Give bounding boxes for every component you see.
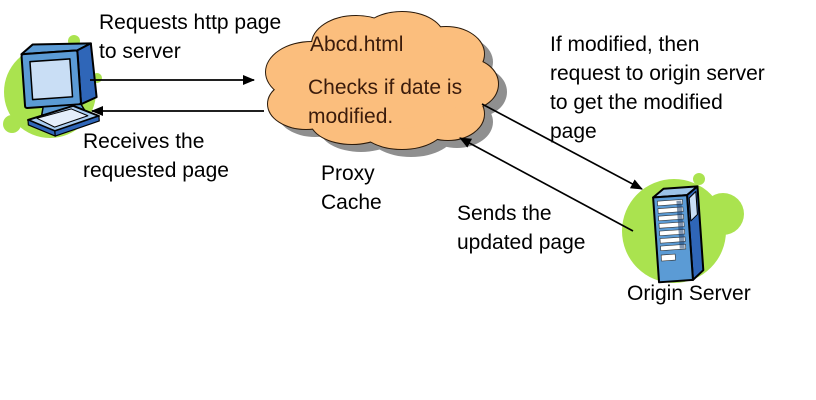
server-bays bbox=[657, 199, 687, 262]
proxy-cache-label: Proxy Cache bbox=[321, 162, 382, 214]
monitor-screen bbox=[29, 58, 74, 101]
arrows bbox=[90, 75, 643, 232]
keyboard-edge2 bbox=[54, 115, 100, 137]
client-receive-label: Receives the requested page bbox=[83, 130, 229, 182]
sends-updated-label: Sends the updated page bbox=[457, 202, 586, 254]
origin-server-label: Origin Server bbox=[627, 282, 751, 305]
server-side-panel bbox=[688, 191, 698, 222]
arrow-origin-to-proxy bbox=[459, 137, 634, 232]
cloud-file-label: Abcd.html bbox=[310, 33, 404, 56]
cloud-check-label: Checks if date is modified. bbox=[308, 76, 463, 128]
client-request-label: Requests http page to server bbox=[99, 11, 282, 63]
arrow-proxy-to-origin bbox=[481, 103, 643, 190]
origin-server-icon bbox=[622, 173, 744, 284]
client-computer-icon bbox=[3, 35, 102, 138]
keyboard-keys bbox=[36, 108, 89, 128]
if-modified-label: If modified, then request to origin serv… bbox=[550, 33, 765, 143]
